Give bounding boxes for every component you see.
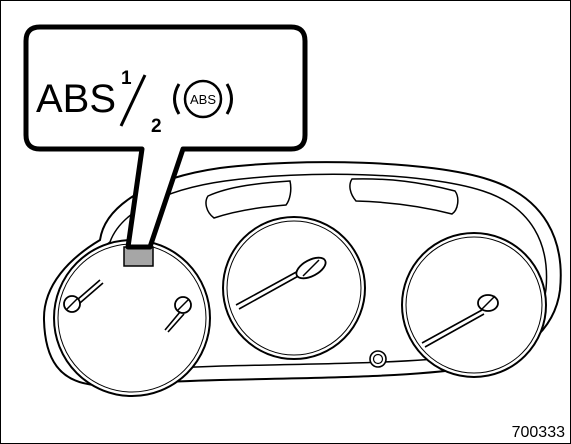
- gauge-center-inner: [226, 220, 362, 356]
- gauge-left-needle-a: [63, 279, 104, 313]
- gauge-center: [222, 216, 366, 360]
- cluster-slot-left: [205, 180, 292, 219]
- abs-warning-lamp-icon: [123, 246, 154, 267]
- callout-abs-text: ABS: [36, 77, 116, 121]
- callout-balloon: [23, 24, 308, 250]
- gauge-left-needle-b: [164, 296, 192, 333]
- cluster-slot-right: [349, 178, 459, 215]
- gauge-right-needle: [421, 294, 499, 348]
- callout-fraction-slash: [119, 74, 147, 127]
- callout-index-top: 1: [121, 68, 132, 89]
- callout-index-bottom: 2: [151, 116, 162, 137]
- trip-reset-knob-inner: [372, 353, 384, 365]
- abs-circle-icon-text: ABS: [190, 92, 216, 107]
- abs-circle-icon: ABS: [173, 79, 233, 119]
- figure-id: 700333: [512, 424, 565, 441]
- trip-reset-knob: [369, 350, 387, 368]
- gauge-center-needle: [235, 256, 327, 310]
- gauge-right: [401, 232, 547, 378]
- gauge-right-inner: [405, 236, 543, 374]
